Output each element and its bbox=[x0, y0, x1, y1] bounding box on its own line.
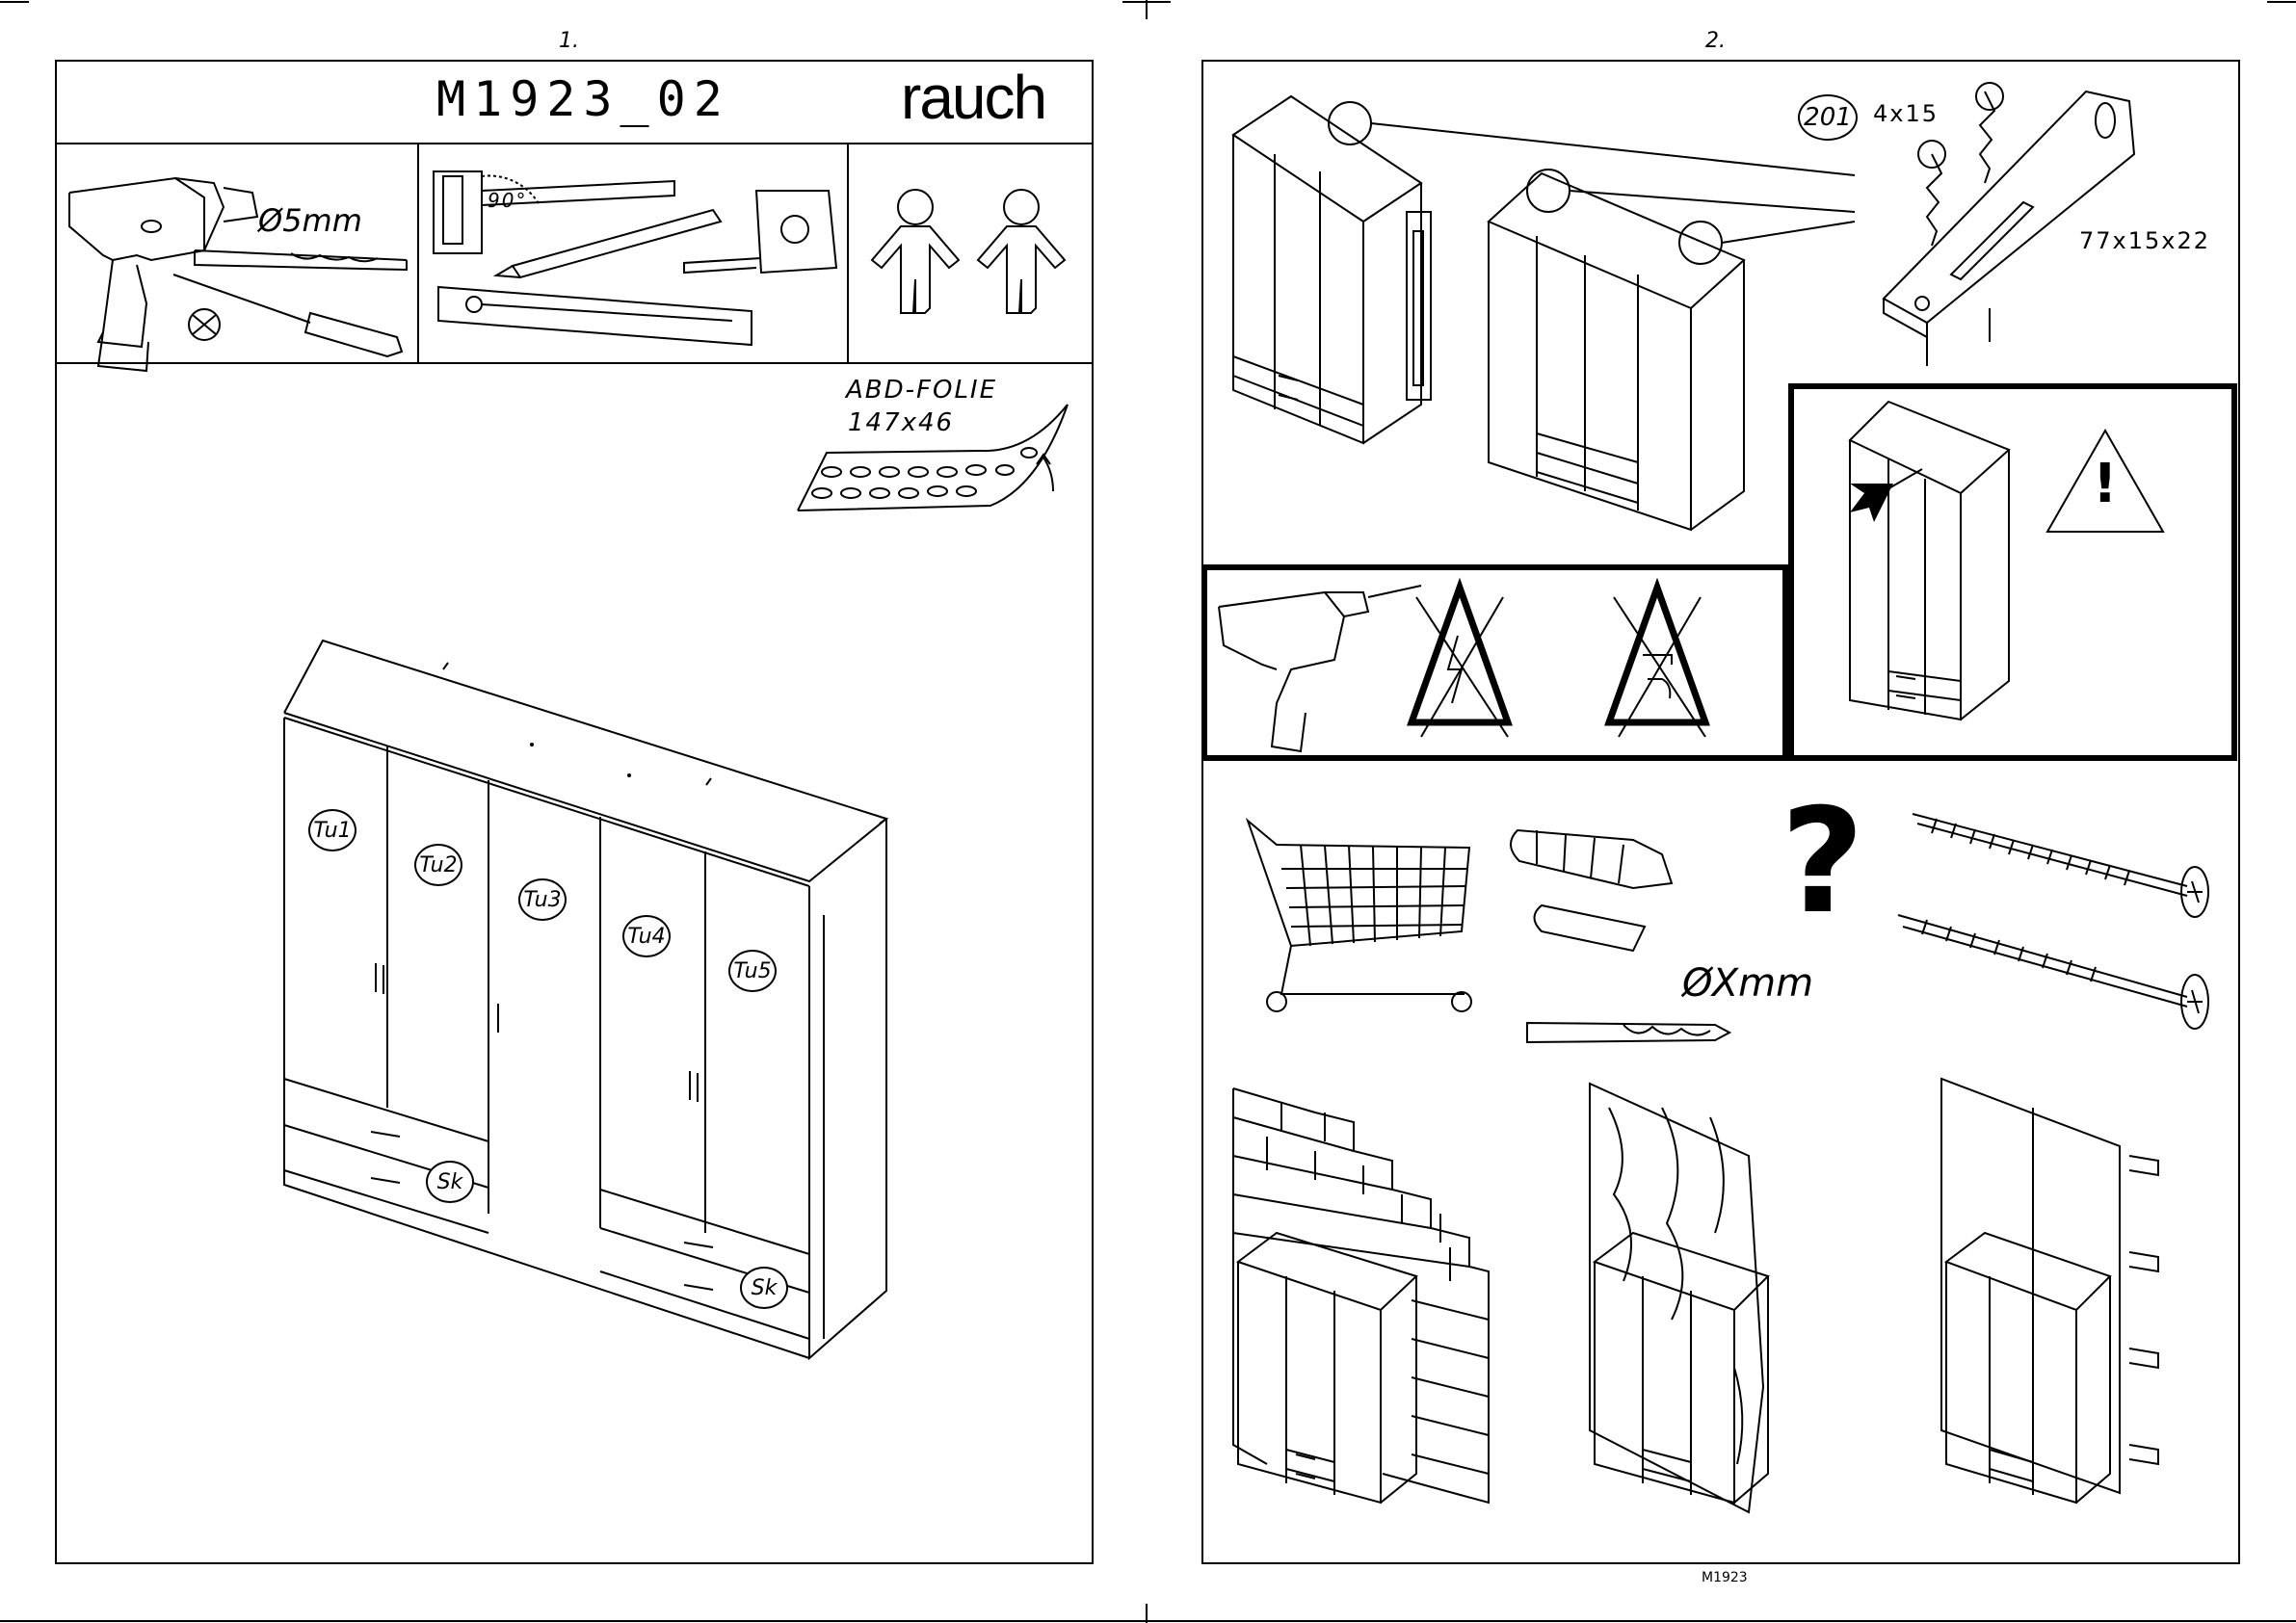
door-label-5: Tu5 bbox=[728, 950, 777, 992]
tip-over-warning-illustration bbox=[1792, 387, 2235, 753]
wood-screws-icon bbox=[1898, 799, 2226, 1050]
screw-size-label: 4x15 bbox=[1873, 100, 1939, 127]
page-number-right: 2. bbox=[1705, 29, 1726, 53]
model-code: M1923_02 bbox=[436, 71, 730, 127]
door-label-3: Tu3 bbox=[518, 878, 567, 921]
square-ruler-icon bbox=[424, 152, 848, 359]
question-mark: ? bbox=[1781, 790, 1864, 934]
door-label-1: Tu1 bbox=[308, 809, 356, 851]
drill-bit-size-label: Ø5mm bbox=[258, 202, 362, 239]
part-number-201: 201 bbox=[1798, 94, 1858, 141]
wall-types-illustration bbox=[1209, 1079, 2230, 1531]
brand-logo: rauch bbox=[901, 62, 1045, 133]
bracket-size-label: 77x15x22 bbox=[2079, 227, 2210, 254]
page-number-left: 1. bbox=[559, 29, 579, 53]
footer-code: M1923 bbox=[1702, 1570, 1748, 1585]
drill-icon bbox=[60, 149, 426, 361]
warning-exclamation: ! bbox=[2093, 453, 2118, 515]
angle-label: 90° bbox=[488, 189, 527, 212]
door-label-2: Tu2 bbox=[414, 844, 462, 886]
drawer-label-2: Sk bbox=[740, 1267, 788, 1309]
drawer-label-1: Sk bbox=[426, 1161, 474, 1203]
wardrobe-5-door-illustration bbox=[270, 626, 886, 1358]
drilling-hazard-illustration bbox=[1209, 568, 1787, 761]
drill-size-label: ØXmm bbox=[1682, 961, 1813, 1006]
door-label-4: Tu4 bbox=[622, 915, 671, 957]
two-persons-icon bbox=[858, 183, 1089, 376]
foil-sheet-icon bbox=[788, 395, 1077, 520]
